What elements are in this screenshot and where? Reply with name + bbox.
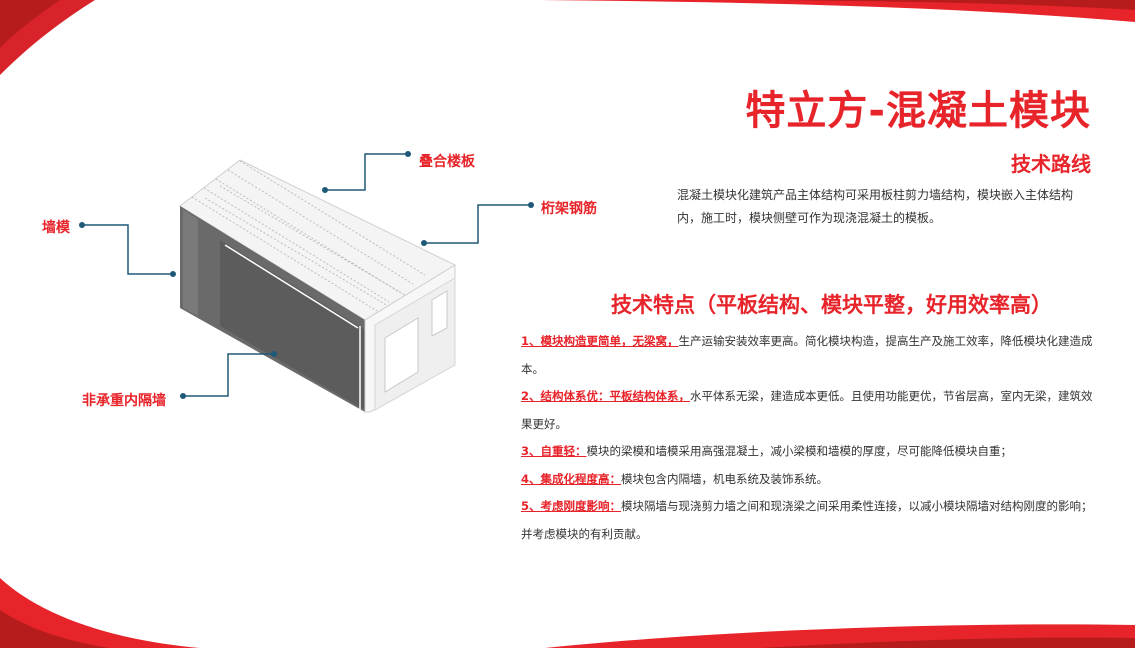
feature-item: 2、结构体系优：平板结构体系，水平体系无梁，建造成本更低。且使用功能更优，节省层…: [521, 383, 1095, 438]
feature-label: 2、结构体系优：平板结构体系，: [521, 389, 690, 403]
feature-text: 模块包含内隔墙，机电系统及装饰系统。: [621, 471, 829, 486]
callout-truss: 桁架钢筋: [541, 201, 597, 217]
feature-text: 生产运输安装效率更高。简化模块构造，提高生产及施工效率，降低模块化建造成本。: [521, 334, 1093, 376]
feature-text: 模块隔墙与现浇剪力墙之间和现浇梁之间采用柔性连接，以减小模块隔墙对结构刚度的影响…: [521, 499, 1093, 541]
feature-list: 1、模块构造更简单，无梁窝，生产运输安装效率更高。简化模块构造，提高生产及施工效…: [521, 328, 1095, 548]
feature-item: 5、考虑刚度影响：模块隔墙与现浇剪力墙之间和现浇梁之间采用柔性连接，以减小模块隔…: [521, 493, 1095, 548]
feature-item: 4、集成化程度高：模块包含内隔墙，机电系统及装饰系统。: [521, 466, 1095, 494]
feature-text: 水平体系无梁，建造成本更低。且使用功能更优，节省层高，室内无梁，建筑效果更好。: [521, 389, 1093, 431]
feature-label: 3、自重轻：: [521, 444, 587, 458]
module-block-illustration: [179, 159, 457, 413]
leader-truss: [424, 204, 531, 244]
tech-route-paragraph: 混凝土模块化建筑产品主体结构可采用板柱剪力墙结构，模块嵌入主体结构内，施工时，模…: [677, 188, 1074, 225]
page-title: 特立方-混凝土模块: [745, 88, 1091, 134]
leader-partition: [183, 353, 274, 397]
callout-partition: 非承重内隔墙: [82, 393, 166, 409]
feature-label: 5、考虑刚度影响：: [521, 499, 622, 513]
callout-wall: 墙模: [42, 220, 70, 236]
section-heading-tech-route: 技术路线: [1011, 152, 1091, 176]
feature-item: 3、自重轻：模块的梁模和墙模采用高强混凝土，减小梁模和墙模的厚度，尽可能降低模块…: [521, 438, 1095, 466]
feature-label: 1、模块构造更简单，无梁窝，: [521, 334, 679, 348]
leader-wall: [82, 224, 173, 275]
section-heading-tech-features: 技术特点（平板结构、模块平整，好用效率高）: [611, 293, 1052, 317]
leader-slab: [325, 153, 408, 191]
feature-label: 4、集成化程度高：: [521, 471, 622, 486]
feature-text: 模块的梁模和墙模采用高强混凝土，减小梁模和墙模的厚度，尽可能降低模块自重；: [586, 444, 1013, 458]
callout-slab: 叠合楼板: [419, 154, 475, 170]
feature-item: 1、模块构造更简单，无梁窝，生产运输安装效率更高。简化模块构造，提高生产及施工效…: [521, 328, 1095, 383]
